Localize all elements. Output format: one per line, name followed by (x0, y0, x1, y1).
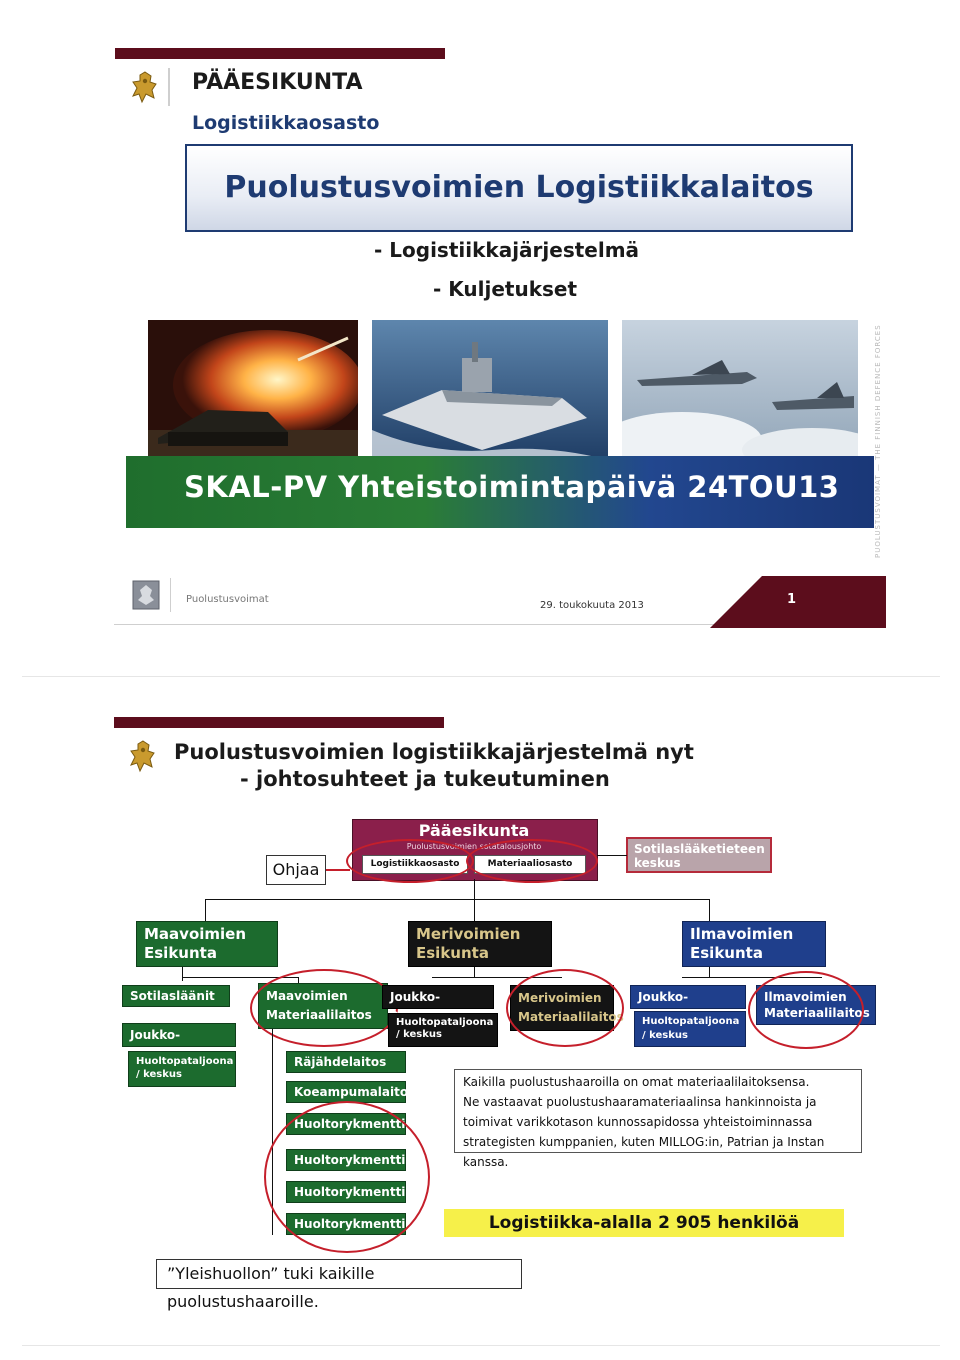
connector-navy (474, 899, 475, 921)
connector-navy-down (474, 967, 475, 977)
navy-hq-box: Merivoimien Esikunta (408, 921, 552, 967)
rocket-launcher-photo (148, 320, 358, 465)
connector-air-horizontal (682, 977, 822, 978)
side-vertical-text: PUOLUSTUSVOIMAT — THE FINNISH DEFENCE FO… (874, 324, 882, 558)
note-line: strategisten kumppanien, kuten MILLOG:in… (463, 1135, 825, 1169)
connector-hq-down (474, 879, 475, 899)
bullet-logistics-system: - Logistiikkajärjestelmä (374, 238, 640, 262)
top-accent-bar-2 (114, 717, 444, 728)
bottom-note-box: ”Yleishuollon” tuki kaikille puolustusha… (156, 1259, 522, 1311)
page-number-tab (710, 576, 886, 628)
event-banner (126, 456, 874, 528)
footer-date: 29. toukokuuta 2013 (540, 600, 644, 611)
connector-air (709, 899, 710, 921)
finnish-lion-crest-icon (132, 71, 157, 104)
army-subunit-box: Koeampumalaitos (286, 1081, 415, 1103)
footer-line (114, 624, 734, 625)
ring-army-depots (264, 1101, 430, 1253)
ring-air-materiel (748, 971, 864, 1049)
connector-services-horizontal (205, 899, 709, 900)
air-support-battalion-box: Huoltopataljoona / keskus (634, 1011, 746, 1047)
connector-hq-medical (597, 855, 627, 856)
air-hq-box: Ilmavoimien Esikunta (682, 921, 826, 967)
air-units-box: Joukko-osastot (630, 985, 746, 1021)
army-subunit-box: Räjähdelaitos (286, 1051, 406, 1073)
footer-divider (170, 578, 171, 612)
connector-air-down (709, 967, 710, 977)
bullet-transport: - Kuljetukset (433, 277, 578, 301)
connector-army-horizontal (182, 977, 298, 978)
materiel-note-box: Kaikilla puolustushaaroilla on omat mate… (454, 1069, 862, 1169)
slide-1: PÄÄESIKUNTA Logistiikkaosasto Puolustusv… (22, 10, 940, 650)
slide-2: Puolustusvoimien logistiikkajärjestelmä … (22, 676, 940, 1346)
note-line: Kaikilla puolustushaaroilla on omat mate… (463, 1075, 810, 1089)
ohjaa-arrow (326, 869, 350, 871)
top-accent-bar (115, 48, 445, 59)
department-name: Logistiikkaosasto (192, 112, 380, 134)
personnel-highlight: Logistiikka-alalla 2 905 henkilöä (444, 1209, 844, 1237)
footer-org: Puolustusvoimat (186, 594, 269, 605)
ring-materiel-dept (466, 839, 598, 883)
fighter-jets-photo (622, 320, 858, 465)
slide-2-title-line-2: - johtosuhteet ja tukeutuminen (240, 767, 610, 791)
hq-subtitle: Puolustusvoimien sotatalousjohto (406, 842, 542, 851)
connector-navy-horizontal (432, 977, 562, 978)
page-number: 1 (787, 592, 797, 607)
slide-title: Puolustusvoimien Logistiikkalaitos (224, 170, 814, 205)
note-line: Ne vastaavat puolustushaaramateriaalinsa… (463, 1095, 817, 1109)
header-divider (168, 68, 170, 106)
connector-army-subunits (272, 1029, 273, 1235)
medical-center-box: Sotilaslääketieteen keskus (626, 837, 772, 873)
org-name: PÄÄESIKUNTA (192, 70, 363, 95)
army-surgeon-box: Sotilasläänit (122, 985, 230, 1007)
army-units-box: Joukko-osastot (122, 1023, 236, 1059)
army-hq-box: Maavoimien Esikunta (136, 921, 278, 967)
title-box: Puolustusvoimien Logistiikkalaitos (185, 144, 853, 232)
finnish-lion-crest-icon (130, 740, 155, 773)
navy-units-box: Joukko-osastot (382, 985, 494, 1021)
ohjaa-label: Ohjaa (266, 855, 326, 885)
connector-army (205, 899, 206, 921)
ring-logistics-dept (346, 839, 474, 883)
navy-support-battalion-box: Huoltopataljoona / keskus (388, 1013, 498, 1047)
footer-crest-icon (132, 580, 160, 610)
event-banner-text: SKAL-PV Yhteistoimintapäivä 24TOU13 (184, 470, 840, 504)
ring-navy-materiel (506, 969, 624, 1047)
hq-title: Pääesikunta (418, 821, 530, 840)
connector-army-down (182, 967, 183, 981)
patrol-boat-photo (372, 320, 608, 465)
slide-2-title-line-1: Puolustusvoimien logistiikkajärjestelmä … (174, 740, 694, 764)
note-line: toimivat varikkotason kunnossapidossa yh… (463, 1115, 813, 1129)
army-support-battalion-box: Huoltopataljoona / keskus (128, 1051, 236, 1087)
